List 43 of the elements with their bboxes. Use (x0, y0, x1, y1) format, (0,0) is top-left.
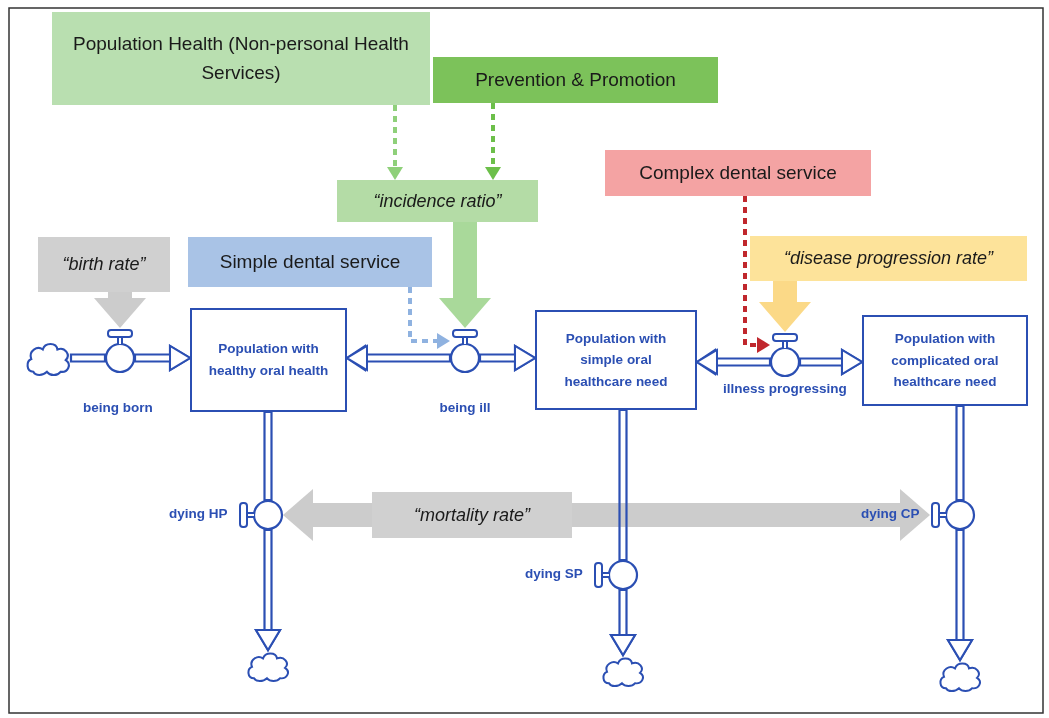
flow-label: dying HP (169, 506, 228, 521)
stock-box: Population with healthy oral health (190, 308, 347, 412)
rate-box: “disease progression rate” (750, 236, 1027, 281)
flow-pipe (254, 528, 282, 653)
flow-pipe (263, 410, 273, 502)
flow-pipe (618, 408, 628, 562)
service-box: Population Health (Non-personal Health Services) (52, 12, 430, 105)
service-box: Complex dental service (605, 150, 871, 196)
flow-pipe (69, 353, 107, 363)
flow-label: dying SP (525, 566, 583, 581)
valve-symbol (770, 332, 800, 377)
valve-symbol (593, 560, 638, 590)
dashed-arrow (743, 196, 770, 353)
dashed-arrow (485, 103, 501, 180)
valve-symbol (238, 500, 283, 530)
valve-symbol (930, 500, 975, 530)
flow-pipe (955, 404, 965, 502)
influence-arrow (283, 489, 372, 541)
service-box: Simple dental service (188, 237, 432, 287)
rate-box: “birth rate” (38, 237, 170, 292)
rate-box: “incidence ratio” (337, 180, 538, 222)
valve-symbol (105, 328, 135, 373)
influence-arrow (439, 222, 491, 328)
stock-box: Population with complicated oral healthcare need (862, 315, 1028, 406)
stock-box: Population with simple oral healthcare need (535, 310, 697, 410)
influence-arrow (94, 292, 146, 328)
influence-arrow (572, 489, 930, 541)
cloud-symbol (246, 650, 290, 682)
flow-pipe (609, 588, 637, 658)
cloud-symbol (601, 655, 645, 687)
valve-symbol (450, 328, 480, 373)
flow-label: dying CP (861, 506, 920, 521)
flow-label: illness progressing (723, 381, 847, 396)
service-box: Prevention & Promotion (433, 57, 718, 103)
dashed-arrow (387, 105, 403, 180)
dashed-arrow (408, 287, 450, 349)
flow-label: being ill (439, 400, 491, 415)
flow-label: being born (83, 400, 153, 415)
influence-arrow (759, 281, 811, 332)
cloud-symbol (938, 660, 982, 692)
cloud-symbol (25, 340, 71, 376)
rate-box: “mortality rate” (372, 492, 572, 538)
flow-pipe (946, 528, 974, 663)
